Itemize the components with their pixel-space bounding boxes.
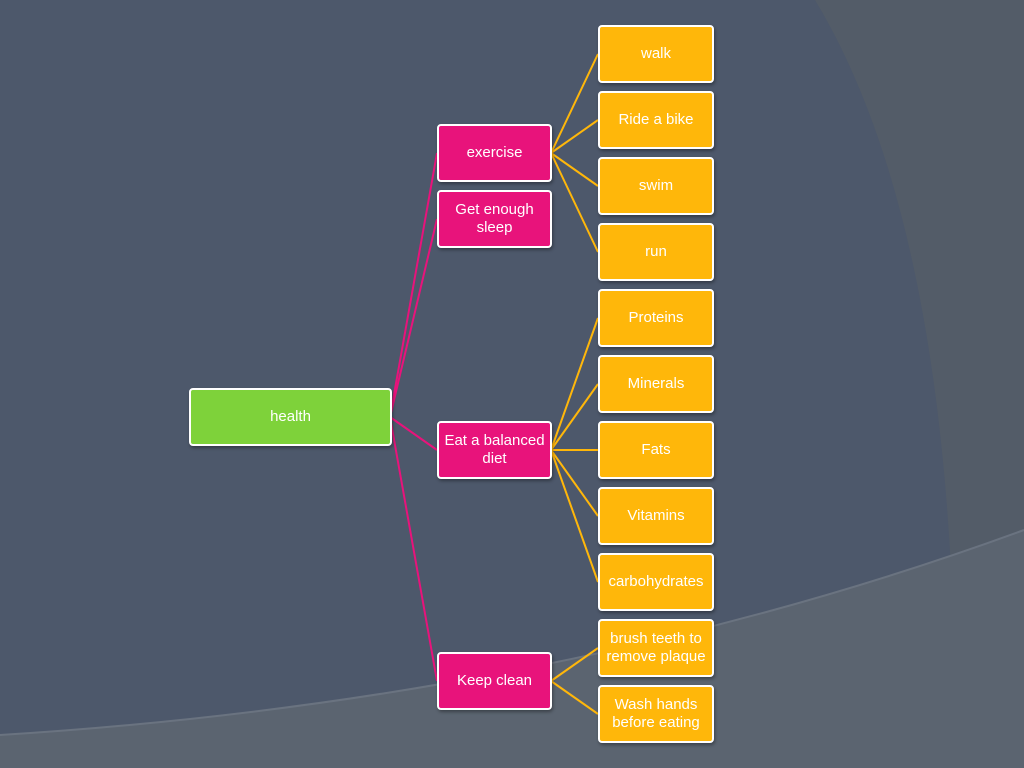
node-keep-clean-label: Keep clean xyxy=(456,672,533,689)
node-fats[interactable]: Fats xyxy=(598,421,714,479)
node-health[interactable]: health xyxy=(189,388,392,446)
node-wash-hands[interactable]: Wash hands before eating xyxy=(598,685,714,743)
node-fats-label: Fats xyxy=(641,441,671,458)
node-swim[interactable]: swim xyxy=(598,157,714,215)
node-proteins-label: Proteins xyxy=(628,309,684,326)
node-eat-a-balanced-diet[interactable]: Eat a balanced diet xyxy=(437,421,552,479)
connector-health-exercise xyxy=(389,152,438,418)
connector-exercise-swim xyxy=(550,152,599,187)
node-get-enough-sleep-label: Get enough sleep xyxy=(455,201,534,236)
connector-exercise-walk xyxy=(550,53,599,154)
node-run-label: run xyxy=(645,243,667,260)
node-proteins[interactable]: Proteins xyxy=(598,289,714,347)
node-health-label: health xyxy=(270,408,311,425)
node-walk[interactable]: walk xyxy=(598,25,714,83)
node-vitamins[interactable]: Vitamins xyxy=(598,487,714,545)
node-run[interactable]: run xyxy=(598,223,714,281)
node-carbohydrates-label: carbohydrates xyxy=(608,573,704,590)
node-keep-clean[interactable]: Keep clean xyxy=(437,652,552,710)
connector-diet-carbs xyxy=(550,449,599,583)
node-vitamins-label: Vitamins xyxy=(627,507,685,524)
connector-diet-minerals xyxy=(550,383,599,451)
connector-health-diet xyxy=(389,416,438,451)
node-brush-teeth-label: brush teeth to remove plaque xyxy=(606,630,706,665)
node-swim-label: swim xyxy=(638,177,674,194)
node-wash-hands-label: Wash hands before eating xyxy=(612,696,700,731)
node-walk-label: walk xyxy=(640,45,671,62)
node-ride-a-bike[interactable]: Ride a bike xyxy=(598,91,714,149)
node-exercise[interactable]: exercise xyxy=(437,124,552,182)
connector-exercise-run xyxy=(550,152,599,253)
connector-diet-proteins xyxy=(550,317,599,451)
node-ride-a-bike-label: Ride a bike xyxy=(618,111,694,128)
node-eat-a-balanced-diet-label: Eat a balanced diet xyxy=(444,432,545,467)
connector-clean-brush xyxy=(550,647,599,682)
connector-exercise-bike xyxy=(550,119,599,154)
node-exercise-label: exercise xyxy=(466,144,523,161)
node-minerals-label: Minerals xyxy=(627,375,685,392)
node-carbohydrates[interactable]: carbohydrates xyxy=(598,553,714,611)
node-brush-teeth[interactable]: brush teeth to remove plaque xyxy=(598,619,714,677)
connector-diet-vitamins xyxy=(550,449,599,517)
background-band-bottom xyxy=(0,530,1024,768)
connector-health-sleep xyxy=(389,218,438,418)
node-minerals[interactable]: Minerals xyxy=(598,355,714,413)
node-get-enough-sleep[interactable]: Get enough sleep xyxy=(437,190,552,248)
connector-clean-wash xyxy=(550,680,599,715)
connector-health-clean xyxy=(389,416,438,682)
